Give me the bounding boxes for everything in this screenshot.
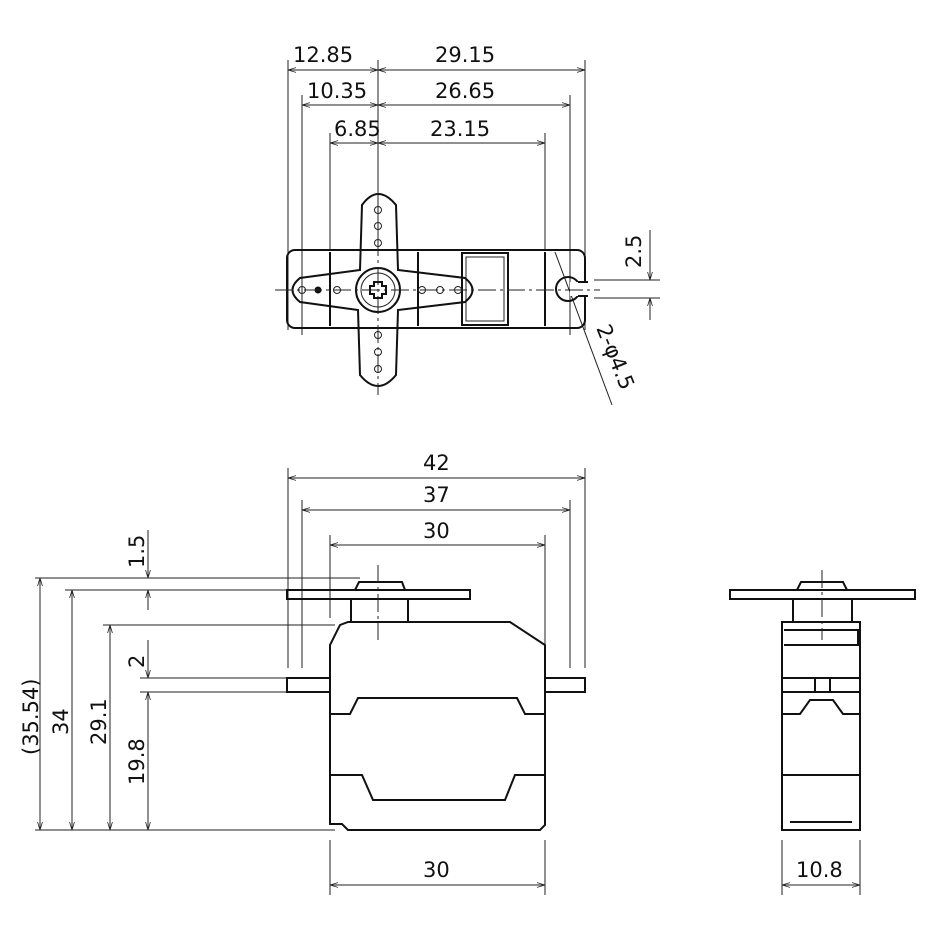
dim-42: 42 [423,451,450,475]
front-view: 42 37 30 30 (35.54) 34 29.1 19.8 2 1.5 [19,451,586,895]
side-view: 10.8 [729,570,916,895]
dim-23-15: 23.15 [430,117,490,141]
dim-holes: 2-φ4.5 [591,321,639,393]
servo-body-front [286,581,586,831]
dim-34: 34 [49,708,73,735]
extension-lines [287,468,586,895]
extension-lines [287,60,586,335]
dim-19-8: 19.8 [125,738,149,785]
center-lines [275,180,600,395]
dim-10-35: 10.35 [307,79,367,103]
servo-body-top [286,249,588,329]
dim-2: 2 [125,655,149,668]
dim-29-1: 29.1 [87,698,111,745]
dim-6-85: 6.85 [334,117,381,141]
dim-30-top: 30 [423,519,450,543]
dim-2-5: 2.5 [622,235,646,268]
top-view: 12.85 29.15 10.35 26.65 6.85 23.15 2.5 2… [275,43,660,406]
dim-1-5: 1.5 [125,535,149,568]
dim-29-15: 29.15 [435,43,495,67]
dim-35-54: (35.54) [19,678,43,755]
dim-12-85: 12.85 [293,43,353,67]
dim-30-bottom: 30 [423,858,450,882]
dim-10-8: 10.8 [796,858,843,882]
dim-26-65: 26.65 [435,79,495,103]
dim-37: 37 [423,483,450,507]
